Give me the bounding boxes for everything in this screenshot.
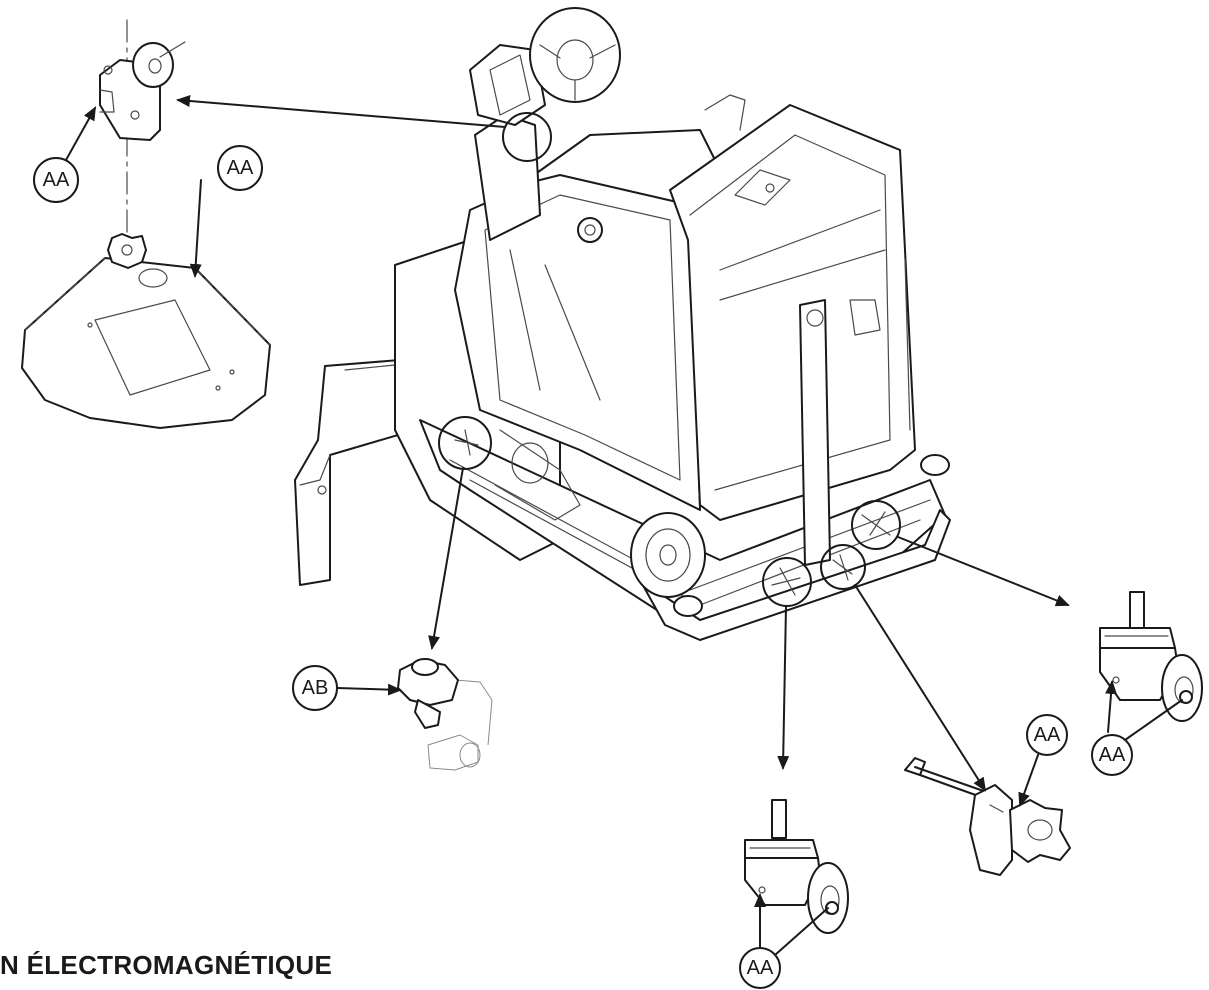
arrow-aa-tensioner <box>1018 754 1039 807</box>
callout-aa-caster-right: AA <box>1091 734 1133 776</box>
arrow-steering-to-joint <box>176 95 506 128</box>
brush-plate-detail <box>21 233 271 429</box>
callout-text: AA <box>1099 744 1126 766</box>
callout-text: AA <box>1034 724 1061 746</box>
latch-detail <box>397 658 493 771</box>
callout-aa-tensioner: AA <box>1026 714 1068 756</box>
callout-ab-latch: AB <box>292 665 338 711</box>
callout-aa-joint: AA <box>33 157 79 203</box>
arrow-pedal-to-latch <box>428 467 464 650</box>
callout-text: AB <box>302 677 329 699</box>
scrubber-machine <box>294 7 951 641</box>
arrow-to-tensioner <box>854 584 987 792</box>
arrow-aa-to-plate <box>189 179 202 278</box>
callout-text: AA <box>227 157 254 179</box>
caster-detail-right <box>1099 591 1203 722</box>
callout-text: AA <box>747 957 774 979</box>
callout-aa-plate: AA <box>217 145 263 191</box>
callout-aa-caster-left: AA <box>739 947 781 989</box>
arrow-to-caster-left <box>777 605 790 770</box>
arrow-aa-caster-right-b <box>1124 699 1183 741</box>
arrow-aa-caster-left-b <box>774 907 829 956</box>
drive-wheel-front <box>630 512 706 598</box>
rear-roller-left <box>673 595 703 617</box>
arrow-aa-to-joint <box>65 106 96 161</box>
arrow-ab-to-latch <box>336 683 402 696</box>
rear-roller-right <box>920 454 950 476</box>
leader-arrows <box>65 95 1183 956</box>
universal-joint-detail <box>99 19 186 241</box>
section-title: N ÉLECTROMAGNÉTIQUE <box>0 950 333 980</box>
arrow-aa-caster-right-a <box>1105 680 1118 733</box>
callout-text: AA <box>43 169 70 191</box>
tensioner-detail <box>904 757 1071 876</box>
zone-circle-chain <box>820 544 866 590</box>
zone-circle-steering <box>502 112 552 162</box>
zone-circle-caster-right <box>851 500 901 550</box>
arrow-to-caster-right <box>897 536 1070 607</box>
zone-circle-pedal <box>438 416 492 470</box>
